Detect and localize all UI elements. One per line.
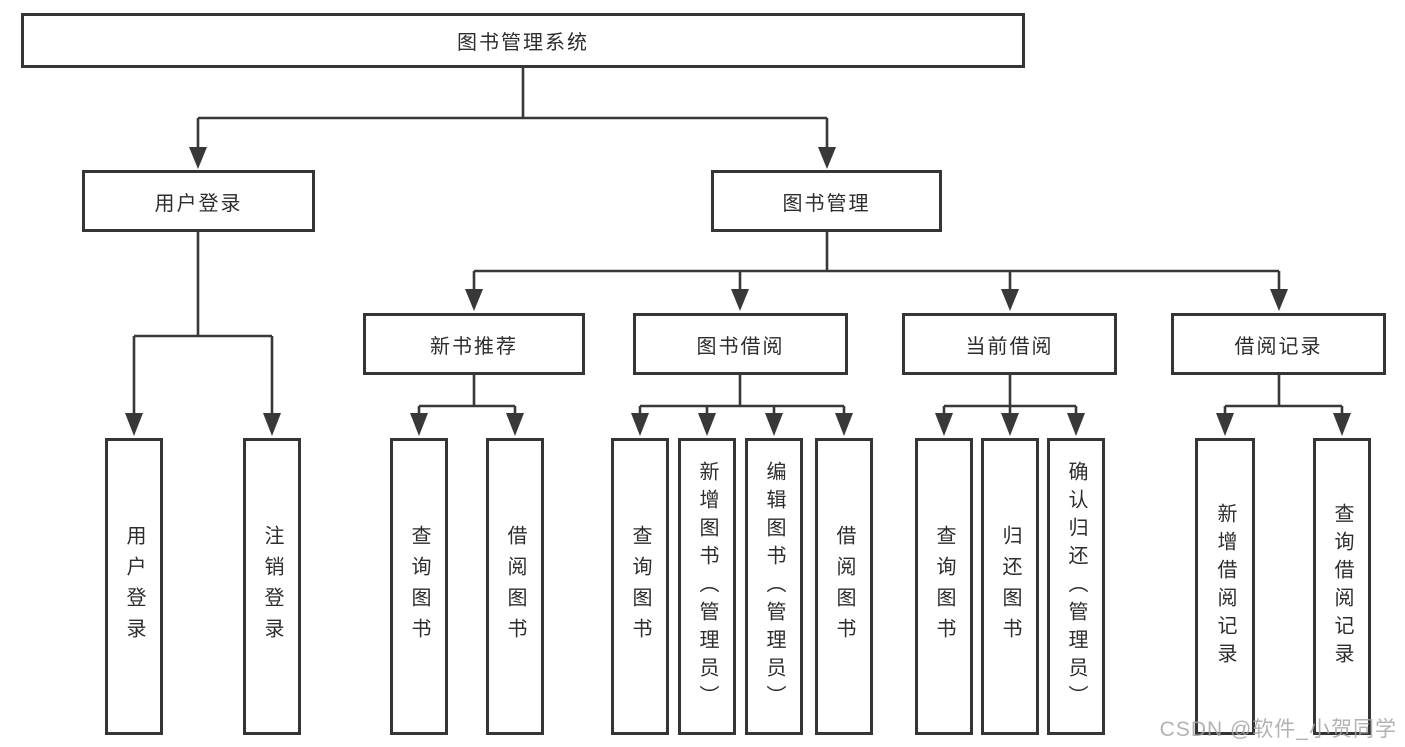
leaf-borrow-books-recommend: 借阅图书: [486, 438, 544, 735]
root-node-label: 图书管理系统: [457, 32, 589, 54]
leaf-borrow-books: 借阅图书: [815, 438, 873, 735]
leaf-query-books-borrow-label: 查询图书: [629, 524, 651, 649]
leaf-add-borrow-record: 新增借阅记录: [1195, 438, 1255, 735]
leaf-edit-book-admin: 编辑图书（管理员）: [745, 438, 803, 735]
branch-book-management-label: 图书管理: [782, 192, 871, 215]
connector-lines: [132, 68, 1344, 416]
leaf-return-books-label: 归还图书: [999, 524, 1021, 649]
section-new-book-recommendation-label: 新书推荐: [430, 335, 518, 358]
leaf-query-borrow-record-label: 查询借阅记录: [1331, 502, 1353, 671]
section-current-borrowing: 当前借阅: [902, 313, 1117, 375]
leaf-borrow-books-recommend-label: 借阅图书: [504, 524, 526, 649]
leaf-logout-label: 注销登录: [261, 524, 283, 649]
root-node-library-system: 图书管理系统: [21, 13, 1025, 68]
leaf-query-books-current-label: 查询图书: [933, 524, 955, 649]
leaf-user-login-label: 用户登录: [123, 524, 145, 649]
branch-user-login: 用户登录: [82, 170, 315, 232]
leaf-add-book-admin: 新增图书（管理员）: [678, 438, 736, 735]
leaf-query-borrow-record: 查询借阅记录: [1313, 438, 1371, 735]
section-book-borrowing-label: 图书借阅: [696, 335, 785, 358]
csdn-watermark: CSDN @软件_小贺同学: [1159, 718, 1397, 741]
section-borrowing-records: 借阅记录: [1171, 313, 1386, 375]
leaf-query-books-borrow: 查询图书: [611, 438, 669, 735]
leaf-edit-book-admin-label: 编辑图书（管理员）: [763, 460, 785, 713]
leaf-query-books-recommend: 查询图书: [390, 438, 448, 735]
branch-user-login-label: 用户登录: [154, 192, 243, 215]
section-current-borrowing-label: 当前借阅: [965, 335, 1054, 358]
leaf-confirm-return-admin-label: 确认归还（管理员）: [1065, 460, 1087, 713]
section-new-book-recommendation: 新书推荐: [363, 313, 585, 375]
leaf-user-login: 用户登录: [105, 438, 163, 735]
section-borrowing-records-label: 借阅记录: [1234, 335, 1323, 358]
leaf-add-book-admin-label: 新增图书（管理员）: [696, 460, 718, 713]
leaf-query-books-recommend-label: 查询图书: [408, 524, 430, 649]
leaf-borrow-books-label: 借阅图书: [833, 524, 855, 649]
leaf-return-books: 归还图书: [981, 438, 1039, 735]
section-book-borrowing: 图书借阅: [633, 313, 848, 375]
leaf-logout: 注销登录: [243, 438, 301, 735]
leaf-query-books-current: 查询图书: [915, 438, 973, 735]
connector-arrowheads: [125, 147, 1351, 436]
branch-book-management: 图书管理: [711, 170, 942, 232]
leaf-add-borrow-record-label: 新增借阅记录: [1214, 502, 1236, 671]
leaf-confirm-return-admin: 确认归还（管理员）: [1047, 438, 1105, 735]
